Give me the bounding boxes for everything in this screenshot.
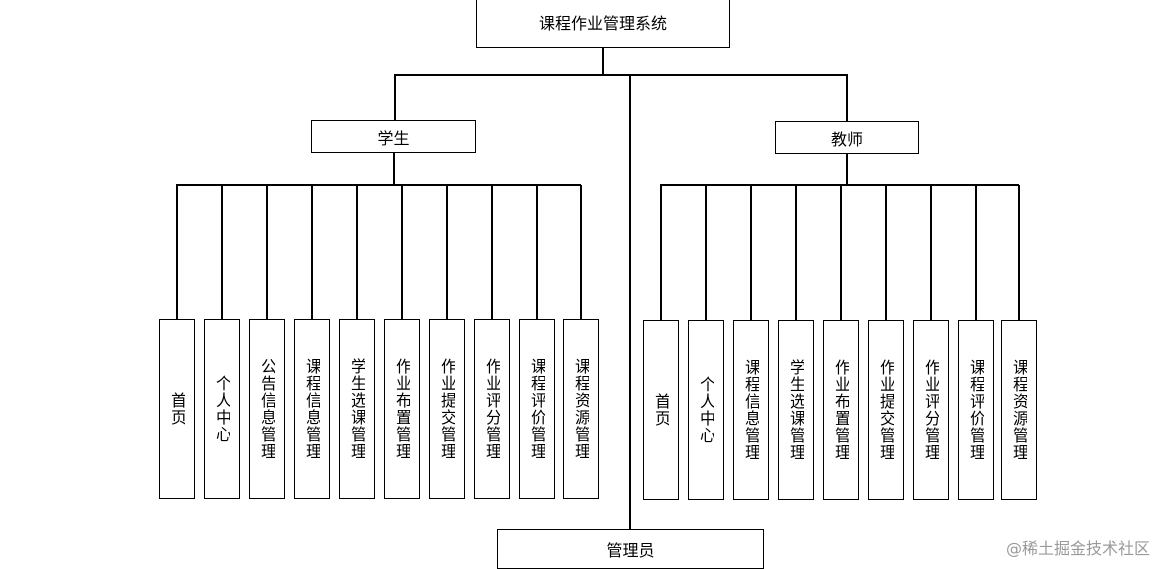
student-module-course-selection-management-label: 学生选课管理 <box>349 358 365 460</box>
connector-teacher-leaf <box>1018 185 1020 321</box>
teacher-module-course-resource-management-label: 课程资源管理 <box>1011 359 1027 461</box>
connector-teacher-leaf <box>660 185 662 321</box>
connector-teacher-leaf <box>795 185 797 321</box>
teacher-module-assignment-submit-management: 作业提交管理 <box>868 320 904 500</box>
connector-teacher-bus <box>660 184 1019 186</box>
student-module-course-selection-management: 学生选课管理 <box>339 319 375 499</box>
connector-student-leaf <box>221 185 223 320</box>
student-module-assignment-grading-management-label: 作业评分管理 <box>484 358 500 460</box>
connector-teacher-leaf <box>885 185 887 321</box>
student-module-personal-center-label: 个人中心 <box>214 375 230 443</box>
student-module-course-resource-management: 课程资源管理 <box>563 319 599 499</box>
student-module-course-evaluation-management-label: 课程评价管理 <box>529 358 545 460</box>
teacher-module-course-evaluation-management-label: 课程评价管理 <box>968 359 984 461</box>
admin-node-label: 管理员 <box>606 541 655 560</box>
connector-teacher-leaf <box>840 185 842 321</box>
student-module-course-evaluation-management: 课程评价管理 <box>519 319 555 499</box>
student-module-course-info-management: 课程信息管理 <box>294 319 330 499</box>
teacher-module-personal-center-label: 个人中心 <box>698 376 714 444</box>
student-module-home: 首页 <box>159 319 195 499</box>
student-module-assignment-publish-management: 作业布置管理 <box>384 319 420 499</box>
teacher-module-course-selection-management: 学生选课管理 <box>778 320 814 500</box>
connector-root-down <box>602 48 604 75</box>
connector-teacher-leaf <box>930 185 932 321</box>
connector-teacher-leaf <box>705 185 707 321</box>
teacher-module-assignment-grading-management: 作业评分管理 <box>913 320 949 500</box>
student-module-assignment-submit-management: 作业提交管理 <box>429 319 465 499</box>
student-node: 学生 <box>311 120 476 153</box>
root-node-label: 课程作业管理系统 <box>538 14 667 33</box>
student-module-course-info-management-label: 课程信息管理 <box>304 358 320 460</box>
student-module-assignment-grading-management: 作业评分管理 <box>474 319 510 499</box>
connector-student-leaf <box>356 185 358 320</box>
connector-roles-bus <box>394 74 848 76</box>
teacher-module-course-info-management: 课程信息管理 <box>733 320 769 500</box>
connector-student-bus <box>176 184 581 186</box>
connector-student-leaf <box>446 185 448 320</box>
connector-student-leaf <box>401 185 403 320</box>
teacher-module-home-label: 首页 <box>653 393 669 427</box>
connector-teacher-leaf <box>750 185 752 321</box>
connector-teacher-leaf <box>975 185 977 321</box>
connector-student-leaf <box>580 185 582 320</box>
student-module-home-label: 首页 <box>169 392 185 426</box>
connector-student-leaf <box>176 185 178 320</box>
connector-to-teacher <box>846 74 848 121</box>
teacher-module-personal-center: 个人中心 <box>688 320 724 500</box>
connector-to-student <box>394 74 396 120</box>
student-module-notice-management: 公告信息管理 <box>249 319 285 499</box>
student-module-course-resource-management-label: 课程资源管理 <box>573 358 589 460</box>
student-module-personal-center: 个人中心 <box>204 319 240 499</box>
student-module-assignment-submit-management-label: 作业提交管理 <box>439 358 455 460</box>
teacher-module-assignment-submit-management-label: 作业提交管理 <box>878 359 894 461</box>
connector-student-leaf <box>266 185 268 320</box>
teacher-module-course-selection-management-label: 学生选课管理 <box>788 359 804 461</box>
admin-node: 管理员 <box>497 529 764 569</box>
connector-student-leaf <box>536 185 538 320</box>
connector-student-down <box>393 153 395 185</box>
student-node-label: 学生 <box>377 128 410 148</box>
teacher-module-home: 首页 <box>643 320 679 500</box>
teacher-module-course-evaluation-management: 课程评价管理 <box>958 320 994 500</box>
student-module-notice-management-label: 公告信息管理 <box>259 358 275 460</box>
student-module-assignment-publish-management-label: 作业布置管理 <box>394 358 410 460</box>
connector-student-leaf <box>311 185 313 320</box>
root-node: 课程作业管理系统 <box>476 0 730 48</box>
teacher-node-label: 教师 <box>830 129 863 149</box>
connector-student-leaf <box>491 185 493 320</box>
teacher-module-course-resource-management: 课程资源管理 <box>1001 320 1037 500</box>
connector-to-admin <box>629 74 631 530</box>
teacher-module-assignment-publish-management-label: 作业布置管理 <box>833 359 849 461</box>
teacher-module-assignment-publish-management: 作业布置管理 <box>823 320 859 500</box>
teacher-module-assignment-grading-management-label: 作业评分管理 <box>923 359 939 461</box>
teacher-module-course-info-management-label: 课程信息管理 <box>743 359 759 461</box>
connector-teacher-down <box>846 154 848 185</box>
watermark: @稀土掘金技术社区 <box>1005 539 1150 558</box>
teacher-node: 教师 <box>775 121 919 154</box>
